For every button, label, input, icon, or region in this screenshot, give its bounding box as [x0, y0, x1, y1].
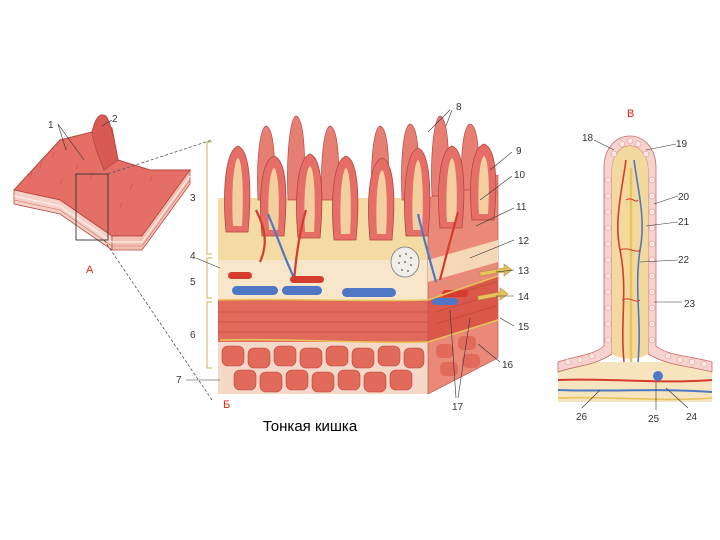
submucosa-vessels [228, 272, 468, 305]
label-7: 7 [176, 375, 182, 386]
zoom-guide-bottom [103, 239, 213, 401]
label-4: 4 [190, 251, 196, 262]
lymph-nodule [390, 246, 420, 278]
label-8: 8 [456, 102, 462, 113]
label-22: 22 [678, 255, 690, 266]
figure-caption: Тонкая кишка [262, 418, 358, 435]
label-10: 10 [514, 170, 526, 181]
brace-3 [206, 141, 212, 255]
zoom-guide-top [107, 139, 213, 175]
label-3: 3 [190, 193, 196, 204]
nerve-fibers-b [217, 275, 499, 344]
villus-epithelial-cells [564, 137, 708, 368]
label-9: 9 [516, 146, 522, 157]
label-18: 18 [582, 133, 594, 144]
zoom-region-box [75, 173, 109, 241]
panel-label-v: В [627, 108, 634, 120]
panel-b-wall-block [186, 109, 515, 399]
panel-label-a: А [86, 264, 94, 276]
label-14: 14 [518, 292, 530, 303]
leader-lines-v [581, 139, 689, 410]
brace-5 [206, 257, 212, 299]
villus-vessels [617, 159, 643, 363]
panel-a-wall-segment [13, 114, 213, 401]
label-2: 2 [112, 114, 118, 125]
label-23: 23 [684, 299, 696, 310]
brace-6 [206, 301, 212, 369]
label-15: 15 [518, 322, 530, 333]
label-19: 19 [676, 139, 688, 150]
label-5: 5 [190, 277, 196, 288]
lacteal-node [653, 371, 663, 381]
label-12: 12 [518, 236, 530, 247]
label-20: 20 [678, 192, 690, 203]
muscle-arrows [477, 263, 513, 301]
layer-circular-muscle [218, 300, 428, 342]
label-1: 1 [48, 120, 54, 131]
leader-lines-b [427, 109, 515, 399]
label-24: 24 [686, 412, 698, 423]
label-6: 6 [190, 330, 196, 341]
plica-fold [91, 114, 119, 171]
label-13: 13 [518, 266, 530, 277]
label-21: 21 [678, 217, 690, 228]
label-11: 11 [516, 202, 527, 213]
label-16: 16 [502, 360, 514, 371]
label-26: 26 [576, 412, 588, 423]
label-25: 25 [648, 414, 660, 425]
panel-v-villus [557, 135, 713, 410]
panel-label-b: Б [223, 399, 230, 411]
label-17: 17 [452, 402, 464, 413]
label-texts: А Б В 1 2 3 4 5 6 7 8 9 10 11 12 13 14 1… [48, 102, 698, 425]
